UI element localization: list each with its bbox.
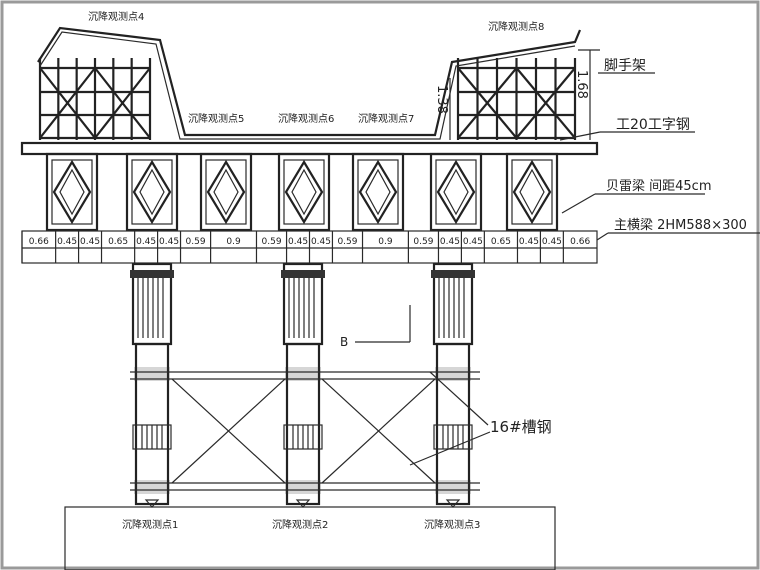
scaffold-frame [38, 58, 152, 140]
channel-steel-bracing [130, 371, 480, 491]
label-channel: 16#槽钢 [490, 418, 552, 436]
dimension-value: 0.65 [108, 237, 128, 247]
dimension-value: 0.45 [288, 237, 308, 247]
scaffold-frame [456, 58, 577, 140]
dimension-value: 0.45 [542, 237, 562, 247]
dimension-value: 0.59 [186, 237, 206, 247]
dimension-value: 0.45 [311, 237, 331, 247]
dimension-value: 0.45 [440, 237, 460, 247]
dimension-value: 0.45 [80, 237, 100, 247]
point-label-6: 沉降观测点6 [278, 112, 334, 125]
dimension-value: 0.59 [413, 237, 433, 247]
foundation [64, 506, 556, 570]
label-main-beam: 主横梁 2HM588×300 [614, 218, 747, 233]
formwork-profile [37, 26, 582, 137]
deck-slab [20, 141, 599, 156]
bailey-beams [45, 152, 559, 232]
dimension-value: 0.45 [519, 237, 539, 247]
dimension-value: 0.45 [159, 237, 179, 247]
dimension-value: 0.66 [570, 237, 590, 247]
bailey-panel [199, 152, 253, 232]
height-right-label: 1.68 [574, 70, 589, 99]
dimension-value: 0.59 [337, 237, 357, 247]
bailey-panel [429, 152, 483, 232]
steel-columns [130, 262, 475, 508]
height-left-label: 1.38 [434, 85, 449, 114]
bailey-panel [125, 152, 179, 232]
bailey-panel [45, 152, 99, 232]
bailey-panel [351, 152, 405, 232]
scaffolds [38, 58, 577, 140]
bailey-panel [505, 152, 559, 232]
steel-column [281, 262, 325, 508]
label-section-b: B [340, 335, 348, 349]
steel-column [130, 262, 174, 508]
dimension-value: 0.9 [378, 237, 393, 247]
point-label-5: 沉降观测点5 [188, 112, 244, 125]
dimension-value: 0.9 [226, 237, 241, 247]
point-label-1: 沉降观测点1 [122, 518, 178, 531]
dimension-value: 0.59 [262, 237, 282, 247]
point-label-2: 沉降观测点2 [272, 518, 328, 531]
label-scaffold: 脚手架 [604, 58, 646, 74]
dimension-value: 0.66 [29, 237, 49, 247]
dimension-value: 0.65 [491, 237, 511, 247]
point-label-7: 沉降观测点7 [358, 112, 414, 125]
label-bailey: 贝雷梁 间距45cm [606, 179, 712, 194]
point-label-8: 沉降观测点8 [488, 20, 544, 33]
leader-lines [355, 72, 760, 466]
bailey-panel [277, 152, 331, 232]
dimension-value: 0.45 [463, 237, 483, 247]
dimension-value: 0.45 [57, 237, 77, 247]
point-label-3: 沉降观测点3 [424, 518, 480, 531]
point-label-4: 沉降观测点4 [88, 10, 144, 23]
label-i-beam: 工20工字钢 [616, 117, 690, 133]
steel-column [431, 262, 475, 508]
dimension-value: 0.45 [136, 237, 156, 247]
